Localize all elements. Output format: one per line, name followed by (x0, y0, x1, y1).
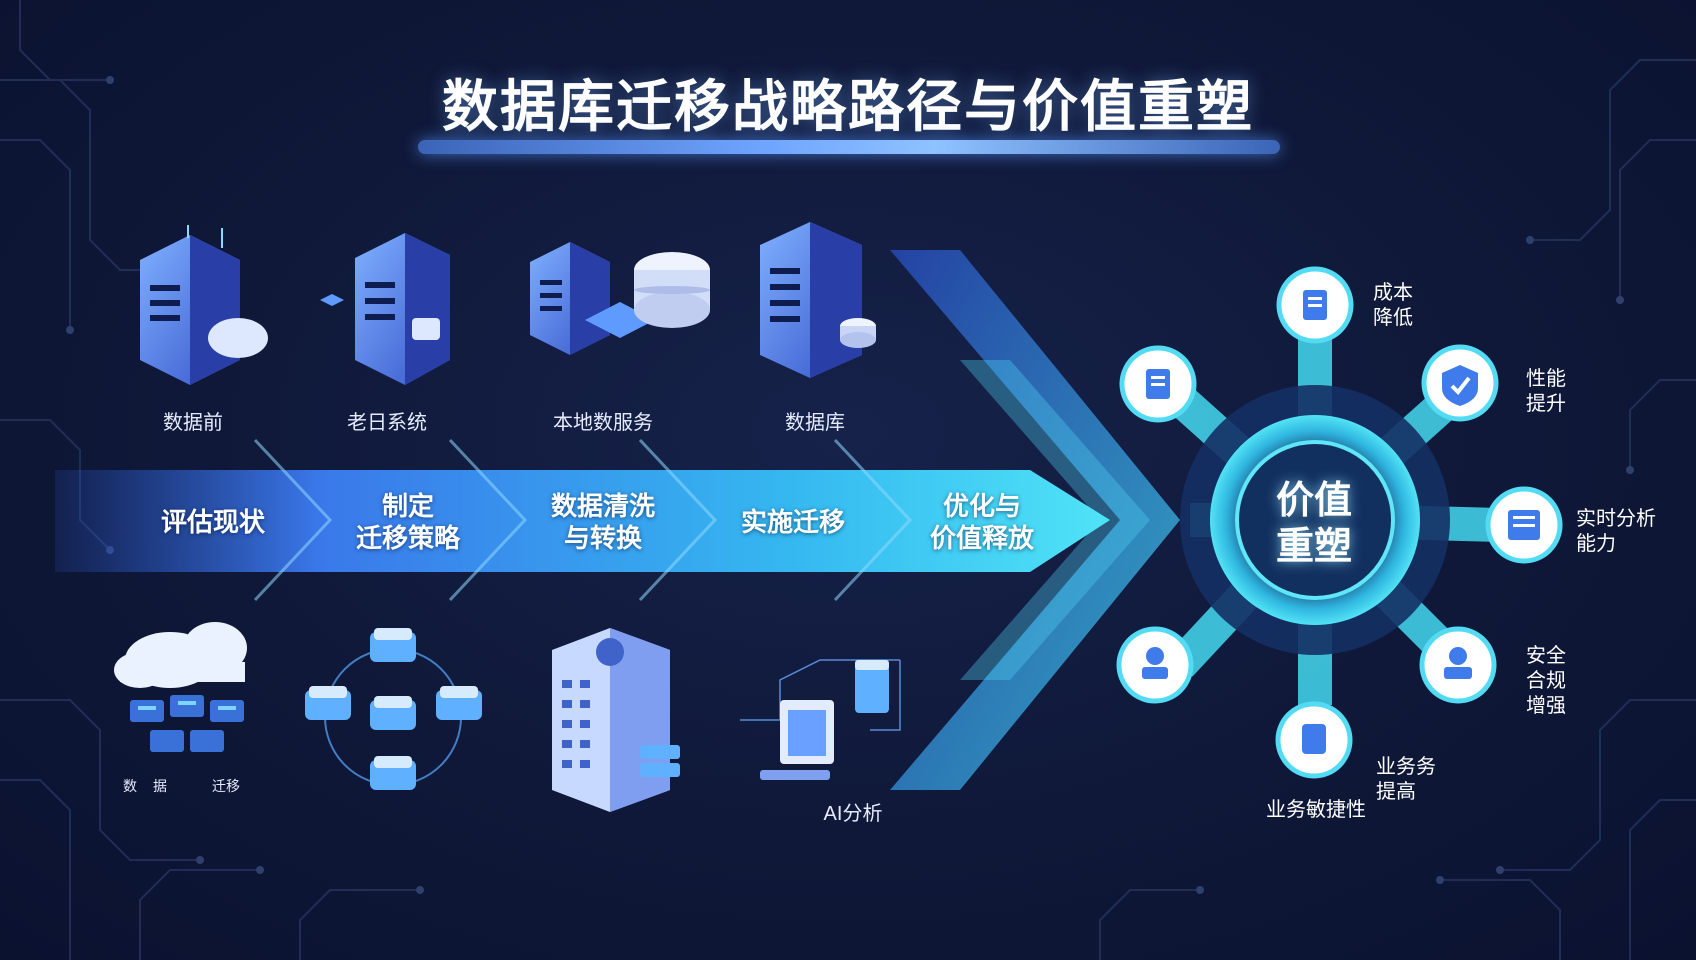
hub-value-reshape: 价值 重塑 (1275, 480, 1352, 568)
benefit-security-compliance: 安全 合规 增强 (1526, 645, 1566, 717)
stage-migration-strategy: 制定 迁移策略 (355, 491, 461, 553)
cloud-label-2: 据 (153, 778, 167, 794)
top-label-legacy-system: 老日系统 (347, 412, 427, 434)
benefit-cost-reduction: 成本 降低 (1373, 282, 1413, 329)
stage-assess-current: 评估现状 (160, 507, 266, 537)
ai-analysis-label: AI分析 (823, 803, 883, 825)
stage-optimize-value: 优化与 价值释放 (929, 491, 1035, 553)
benefit-performance: 性能 提升 (1526, 368, 1566, 415)
cloud-label-1: 数 (123, 778, 137, 794)
top-label-local-data-service: 本地数服务 (553, 412, 653, 434)
top-label-data-before: 数据前 (163, 412, 223, 434)
stage-implement-migration: 实施迁移 (740, 507, 846, 537)
top-label-database: 数据库 (785, 412, 845, 434)
cloud-label-3: 迁移 (212, 778, 240, 794)
benefit-business-efficiency: 业务务 提高 (1376, 756, 1436, 803)
benefit-business-agility: 业务敏捷性 (1266, 799, 1366, 821)
title-underline (418, 140, 1280, 154)
stage-data-cleansing: 数据清洗 与转换 (550, 491, 656, 553)
page-title: 数据库迁移战略路径与价值重塑 (442, 75, 1254, 138)
benefit-realtime-analytics: 实时分析 能力 (1576, 508, 1656, 555)
